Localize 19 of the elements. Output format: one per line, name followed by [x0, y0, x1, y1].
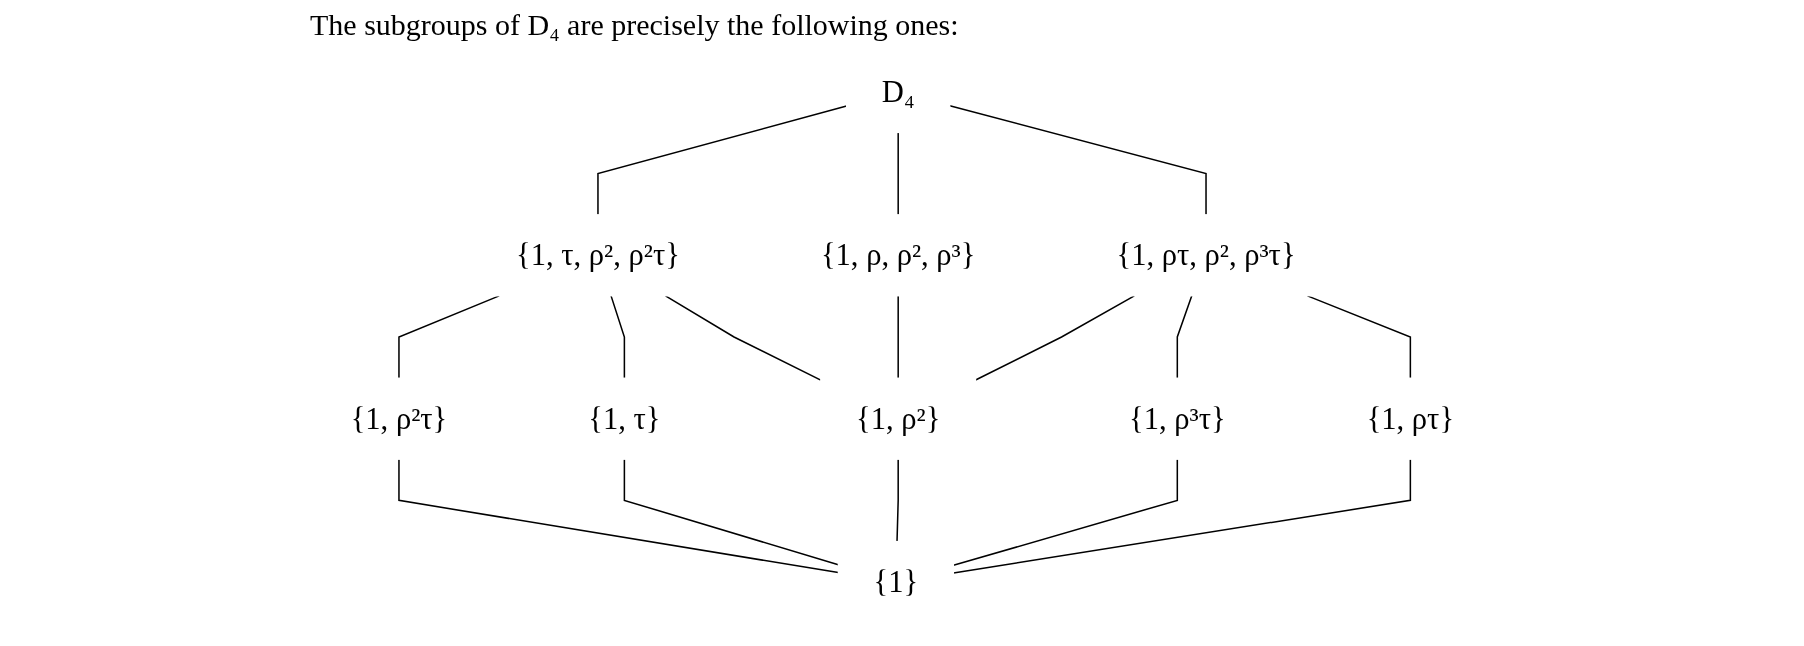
- node-text: {1, ρ²τ}: [350, 401, 447, 436]
- node-text: {1, ρ²}: [855, 401, 940, 436]
- connector: [596, 105, 847, 216]
- node-text: D₄: [881, 74, 915, 109]
- node-text: {1, ρ, ρ², ρ³}: [820, 238, 976, 273]
- node-text: {1, ρ³τ}: [1128, 401, 1226, 436]
- diagram-title: The subgroups of D₄ are precisely the following ones:: [310, 8, 959, 42]
- connector: [397, 295, 500, 379]
- connector: [974, 295, 1135, 381]
- connector: [897, 295, 899, 379]
- node-text: {1, τ, ρ², ρ²τ}: [515, 238, 680, 273]
- connector: [609, 295, 625, 379]
- node-text: {1}: [873, 565, 918, 600]
- node-text: {1, τ}: [587, 401, 661, 436]
- connector: [897, 131, 899, 216]
- connector: [895, 458, 899, 543]
- node-text: {1, ρτ}: [1366, 401, 1454, 436]
- connector: [1176, 295, 1193, 379]
- node-text: {1, ρτ, ρ², ρ³τ}: [1116, 238, 1296, 273]
